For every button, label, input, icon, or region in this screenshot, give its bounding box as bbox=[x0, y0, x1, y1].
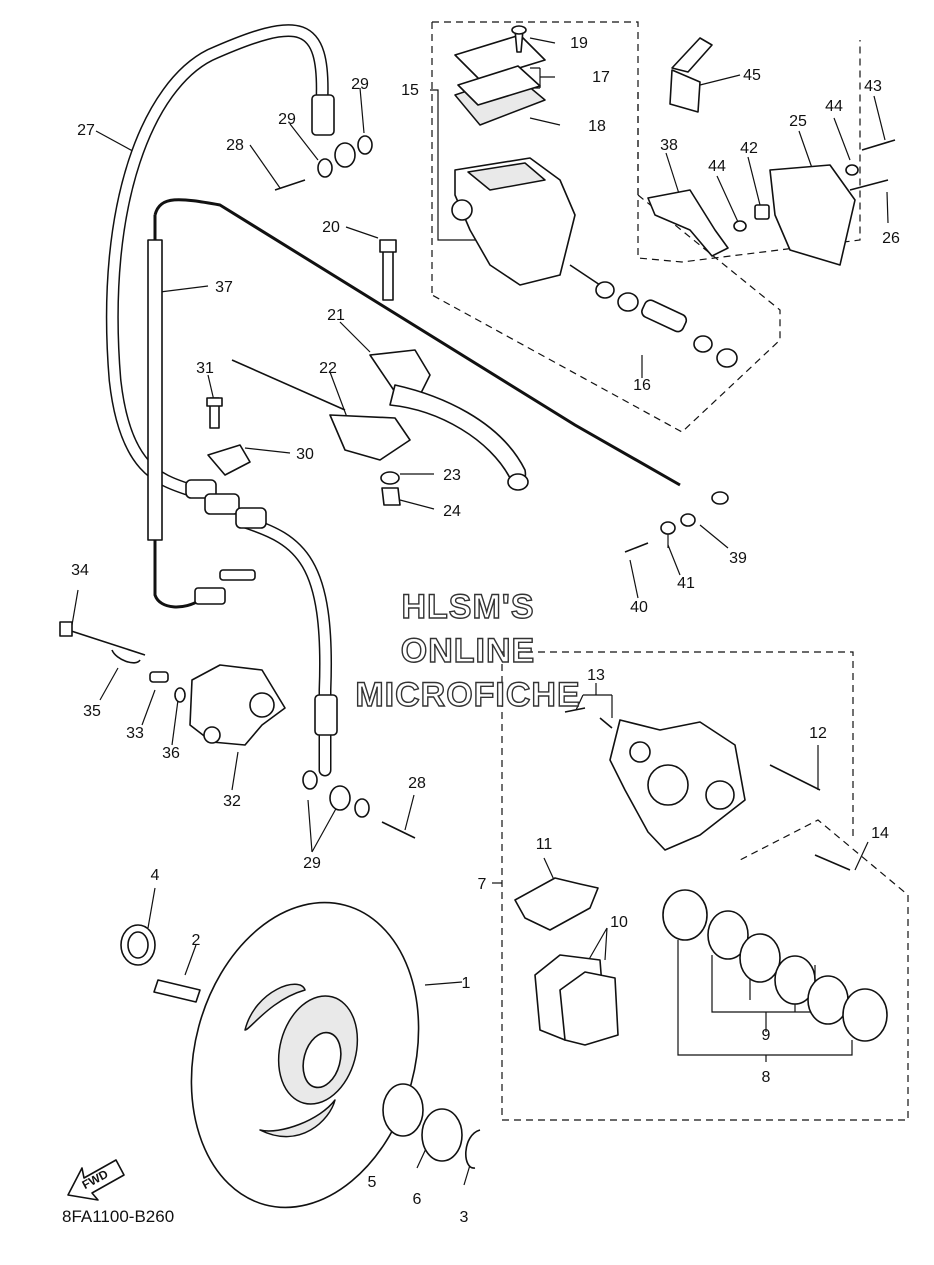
callout-label: 45 bbox=[743, 67, 761, 84]
callout-label: 35 bbox=[83, 703, 101, 720]
callout-label: 29 bbox=[351, 76, 369, 93]
pads-and-seals bbox=[514, 877, 888, 1046]
callout-label: 26 bbox=[882, 230, 900, 247]
callout-label: 37 bbox=[215, 279, 233, 296]
callout-labels: 1 2 3 4 5 6 7 8 9 10 11 12 13 14 15 16 1… bbox=[71, 35, 900, 1226]
callout-label: 6 bbox=[413, 1191, 422, 1208]
callout-label: 3 bbox=[460, 1209, 469, 1226]
callout-label: 2 bbox=[192, 932, 201, 949]
callout-label: 23 bbox=[443, 467, 461, 484]
callout-label: 27 bbox=[77, 122, 95, 139]
callout-label: 34 bbox=[71, 562, 89, 579]
callout-label: 12 bbox=[809, 725, 827, 742]
callout-label: 14 bbox=[871, 825, 889, 842]
callout-label: 20 bbox=[322, 219, 340, 236]
callout-label: 21 bbox=[327, 307, 345, 324]
callout-label: 32 bbox=[223, 793, 241, 810]
callout-label: 13 bbox=[587, 667, 605, 684]
watermark-line3: MICROFICHE bbox=[355, 676, 580, 714]
callout-label: 16 bbox=[633, 377, 651, 394]
callout-label: 24 bbox=[443, 503, 461, 520]
callout-label: 17 bbox=[592, 69, 610, 86]
banjo-fittings bbox=[274, 135, 416, 839]
callout-label: 8 bbox=[762, 1069, 771, 1086]
hose-clamp bbox=[206, 397, 251, 476]
callout-label: 15 bbox=[401, 82, 419, 99]
callout-label: 43 bbox=[864, 78, 882, 95]
callout-label: 41 bbox=[677, 575, 695, 592]
callout-label: 7 bbox=[478, 876, 487, 893]
callout-label: 18 bbox=[588, 118, 606, 135]
piston-kit bbox=[569, 264, 738, 368]
callout-label: 25 bbox=[789, 113, 807, 130]
left-caliper bbox=[59, 621, 286, 746]
callout-label: 36 bbox=[162, 745, 180, 762]
callout-label: 30 bbox=[296, 446, 314, 463]
callout-label: 28 bbox=[226, 137, 244, 154]
front-caliper bbox=[564, 707, 851, 871]
small-hardware bbox=[624, 491, 729, 553]
callout-label: 40 bbox=[630, 599, 648, 616]
master-cylinder bbox=[451, 25, 576, 286]
callout-label: 29 bbox=[278, 111, 296, 128]
brake-hose bbox=[105, 24, 338, 777]
pedal-bracket bbox=[647, 37, 896, 266]
callout-label: 33 bbox=[126, 725, 144, 742]
callout-label: 44 bbox=[825, 98, 843, 115]
watermark: HLSM'S ONLINE MICROFICHE bbox=[355, 587, 581, 714]
callout-label: 42 bbox=[740, 140, 758, 157]
callout-label: 19 bbox=[570, 35, 588, 52]
callout-label: 1 bbox=[462, 975, 471, 992]
watermark-line2: ONLINE bbox=[401, 632, 535, 670]
watermark-line1: HLSM'S bbox=[401, 588, 534, 626]
callout-label: 4 bbox=[151, 867, 160, 884]
callout-label: 10 bbox=[610, 914, 628, 931]
lever-assembly bbox=[231, 239, 529, 506]
callout-label: 44 bbox=[708, 158, 726, 175]
callout-label: 38 bbox=[660, 137, 678, 154]
fwd-arrow-icon: FWD bbox=[67, 1159, 125, 1201]
callout-label: 9 bbox=[762, 1027, 771, 1044]
callout-label: 31 bbox=[196, 360, 214, 377]
callout-label: 39 bbox=[729, 550, 747, 567]
callout-label: 28 bbox=[408, 775, 426, 792]
callout-label: 11 bbox=[536, 836, 553, 853]
callout-label: 29 bbox=[303, 855, 321, 872]
callout-label: 5 bbox=[368, 1174, 377, 1191]
diagram-code: 8FA1100-B260 bbox=[62, 1207, 174, 1226]
brake-disc bbox=[120, 901, 481, 1209]
assembly-outlines bbox=[431, 21, 909, 1121]
callout-label: 22 bbox=[319, 360, 337, 377]
brake-cable bbox=[147, 198, 681, 609]
